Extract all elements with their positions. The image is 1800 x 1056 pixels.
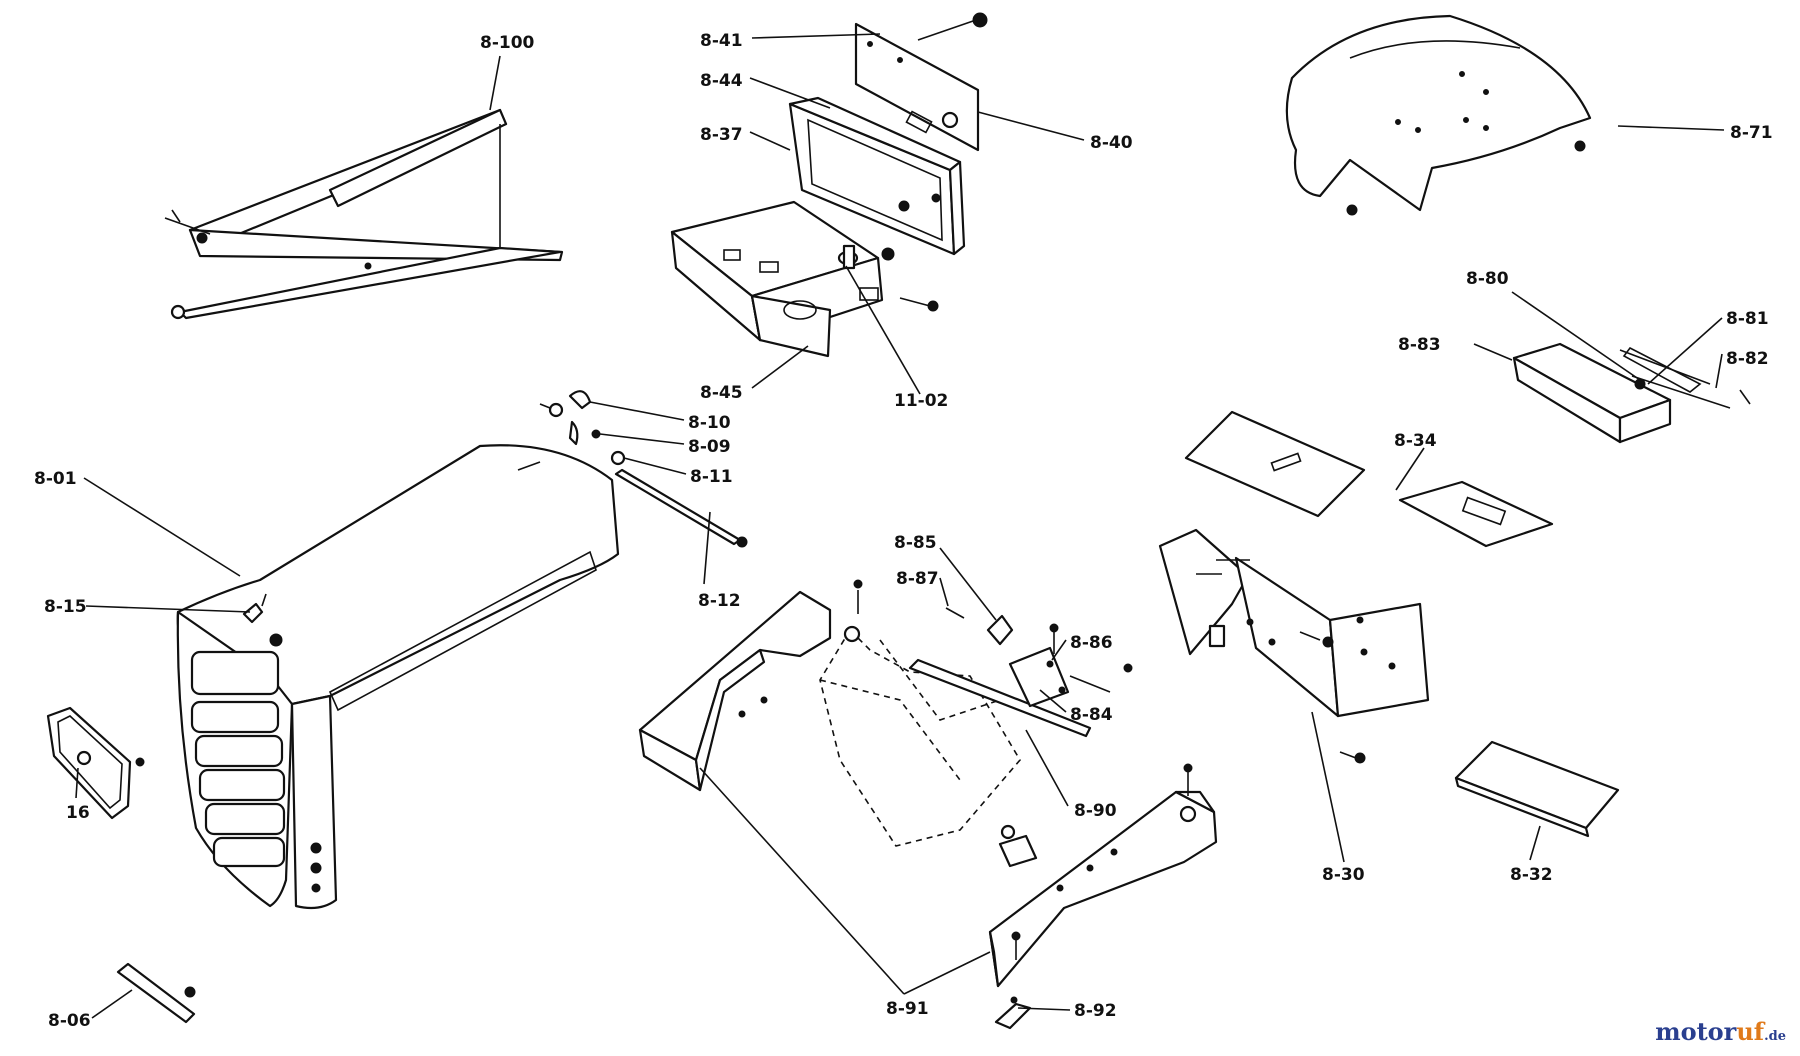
- leader-lines: [75, 33, 1725, 1019]
- callout-8-10: 8-10: [688, 413, 731, 433]
- callout-8-100: 8-100: [480, 33, 535, 53]
- tray-part: [670, 200, 939, 358]
- callout-8-84: 8-84: [1070, 705, 1113, 725]
- callout-8-32: 8-32: [1510, 865, 1553, 885]
- seat-part: [1285, 14, 1592, 216]
- brace-part: [164, 108, 564, 320]
- callout-8-81: 8-81: [1726, 309, 1769, 329]
- callout-8-85: 8-85: [894, 533, 937, 553]
- callout-8-45: 8-45: [700, 383, 743, 403]
- callout-8-09: 8-09: [688, 437, 731, 457]
- site-watermark-logo: motoruf.de: [1655, 1017, 1786, 1046]
- callout-16: 16: [66, 803, 90, 823]
- battery-tray-part: [1512, 342, 1751, 444]
- callout-8-92: 8-92: [1074, 1001, 1117, 1021]
- callout-11-02: 11-02: [894, 391, 948, 411]
- callout-8-90: 8-90: [1074, 801, 1117, 821]
- callout-8-12: 8-12: [698, 591, 741, 611]
- clip-part: [994, 996, 1032, 1030]
- callout-8-34: 8-34: [1394, 431, 1437, 451]
- callout-8-86: 8-86: [1070, 633, 1113, 653]
- frame-bracket-part: [1158, 528, 1430, 764]
- callout-8-01: 8-01: [34, 469, 77, 489]
- callout-8-40: 8-40: [1090, 133, 1133, 153]
- callout-8-11: 8-11: [690, 467, 733, 487]
- step-plate-part: [1184, 410, 1554, 548]
- callout-8-37: 8-37: [700, 125, 743, 145]
- callout-8-82: 8-82: [1726, 349, 1769, 369]
- callout-8-44: 8-44: [700, 71, 743, 91]
- callout-8-41: 8-41: [700, 31, 743, 51]
- footrest-part: [638, 579, 1218, 988]
- callout-8-87: 8-87: [896, 569, 939, 589]
- dash-plate-part: [854, 12, 988, 152]
- callout-8-83: 8-83: [1398, 335, 1441, 355]
- callout-8-71: 8-71: [1730, 123, 1773, 143]
- callout-8-91: 8-91: [886, 999, 929, 1019]
- rod-part: [116, 962, 196, 1024]
- callout-8-15: 8-15: [44, 597, 87, 617]
- callout-8-80: 8-80: [1466, 269, 1509, 289]
- callout-8-06: 8-06: [48, 1011, 91, 1031]
- callout-8-30: 8-30: [1322, 865, 1365, 885]
- console-housing-part: [788, 96, 966, 261]
- panel-part: [1454, 740, 1620, 838]
- pedal-bracket-part: [908, 607, 1133, 868]
- hood-part: [176, 444, 620, 910]
- grille-part: [46, 706, 145, 820]
